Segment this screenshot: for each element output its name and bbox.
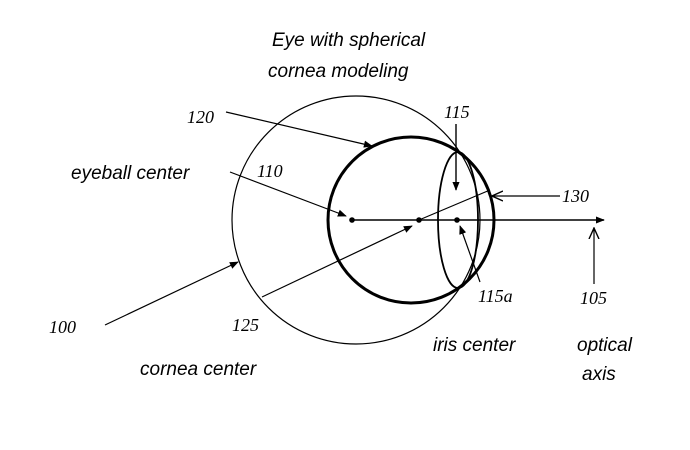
ref-100: 100 <box>49 317 76 337</box>
ref-115: 115 <box>444 102 470 122</box>
ref-110: 110 <box>257 161 283 181</box>
gaze-line <box>418 189 491 221</box>
ref-105: 105 <box>580 288 607 308</box>
leader-100 <box>104 261 239 326</box>
label-axis: axis <box>582 364 616 385</box>
ref-130: 130 <box>562 186 589 206</box>
leader-120 <box>225 111 373 148</box>
title-line-2: cornea modeling <box>268 61 409 82</box>
leader-115a <box>459 225 481 283</box>
ref-115a: 115a <box>478 286 513 306</box>
leader-125 <box>261 225 413 298</box>
title-line-1: Eye with spherical <box>272 30 426 51</box>
ref-125: 125 <box>232 315 259 335</box>
leader-110 <box>229 171 347 217</box>
ref-120: 120 <box>187 107 214 127</box>
label-optical: optical <box>577 335 633 356</box>
iris-center-dot <box>454 217 460 223</box>
label-eyeball-center: eyeball center <box>71 163 190 184</box>
label-cornea-center: cornea center <box>140 359 257 380</box>
eyeball-center-dot <box>349 217 355 223</box>
label-iris-center: iris center <box>433 335 516 356</box>
